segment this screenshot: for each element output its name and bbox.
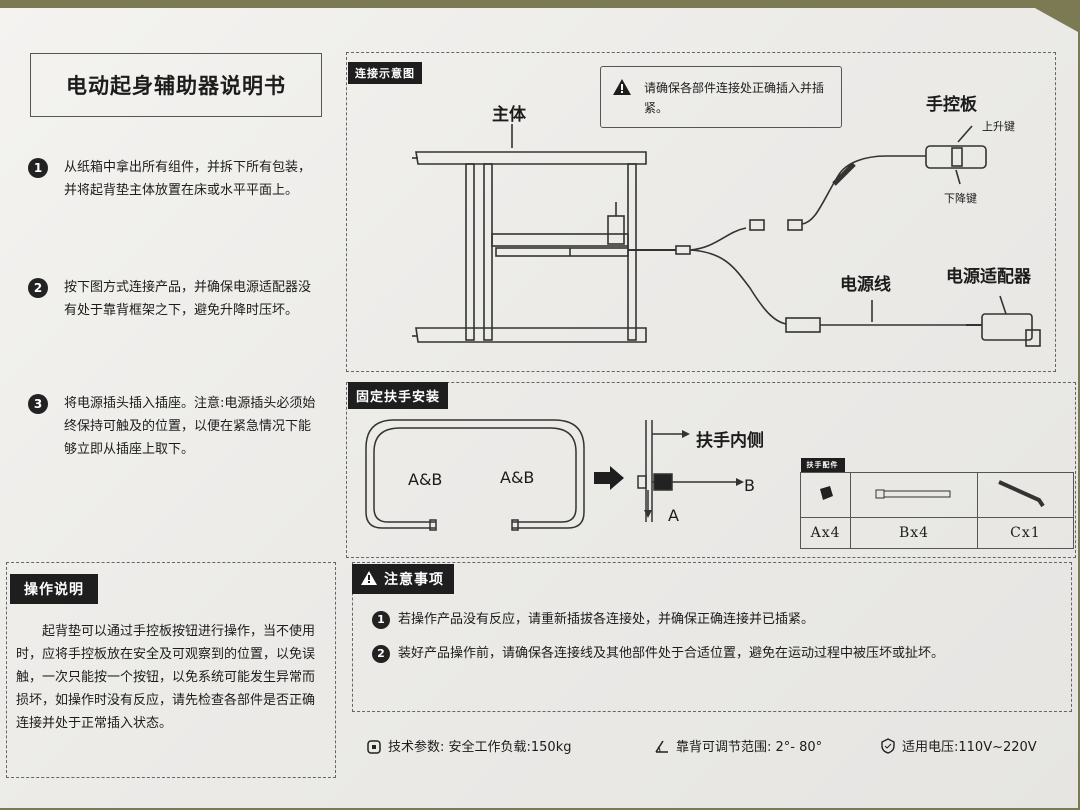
main-body-label: 主体 (492, 105, 526, 125)
connection-warning-text: 请确保各部件连接处正确插入并插紧。 (644, 81, 825, 115)
connection-warning-box (600, 66, 842, 128)
arrow-head-icon (736, 478, 744, 486)
operation-text: 起背垫可以通过手控板按钮进行操作，当不使用时，应将手控板放在安全及可观察到的位置… (16, 624, 316, 731)
notes-box (352, 562, 1072, 712)
hand-control-label: 手控板 (926, 95, 977, 115)
connection-drawing (412, 124, 1041, 347)
ab-label-right: A&B (500, 468, 535, 487)
armrest-drawing (365, 419, 744, 531)
part-c-cell (976, 472, 1075, 518)
frame-top-rail (415, 151, 647, 165)
armrest-inner-label: 扶手内侧 (696, 431, 764, 451)
spec-voltage: 适用电压:110V~220V (880, 736, 1037, 755)
armrest-outline (365, 419, 585, 529)
spec-load-text: 技术参数: 安全工作负载:150kg (388, 740, 572, 755)
note-item: 1 若操作产品没有反应，请重新插拔各连接处，并确保正确连接并已插紧。 (372, 608, 1012, 632)
parts-table: 扶手配件 Ax4 Bx4 Cx1 (799, 452, 1075, 549)
note-text: 若操作产品没有反应，请重新插拔各连接处，并确保正确连接并已插紧。 (398, 612, 815, 627)
part-b-cell (850, 472, 978, 518)
parts-table-header: 扶手配件 (800, 458, 845, 472)
part-a-label: A (668, 506, 679, 525)
bolt-icon (875, 489, 951, 498)
connection-diagram-tag: 连接示意图 (348, 62, 422, 84)
armrest-section-box (346, 382, 1076, 558)
frame-post (465, 163, 475, 341)
up-key-label: 上升键 (982, 120, 1015, 133)
power-adapter-label: 电源适配器 (946, 267, 1031, 287)
note-number: 1 (372, 611, 390, 629)
angle-icon (655, 740, 668, 753)
operation-box (6, 562, 336, 778)
ab-label-left: A&B (408, 470, 443, 489)
step-number: 2 (28, 278, 48, 298)
frame-post (483, 163, 493, 341)
step-3: 3 将电源插头插入插座。注意:电源插头必须始终保持可触及的位置，以便在紧急情况下… (28, 392, 328, 461)
note-number: 2 (372, 645, 390, 663)
spec-load: 技术参数: 安全工作负载:150kg (366, 736, 572, 755)
arrow-head-icon (682, 430, 690, 438)
shield-icon (881, 737, 895, 754)
part-c-label: Cx1 (976, 517, 1075, 549)
step-2: 2 按下图方式连接产品，并确保电源适配器没有处于靠背框架之下，避免升降时压坏。 (28, 276, 328, 322)
warning-triangle-icon (613, 79, 631, 95)
weight-icon (367, 739, 381, 754)
part-a-cell (799, 472, 852, 518)
part-b-label: Bx4 (850, 517, 978, 549)
nut-icon (819, 486, 833, 500)
document-title: 电动起身辅助器说明书 (30, 53, 322, 117)
adapter-body (981, 313, 1033, 341)
arrow-head-icon (644, 510, 652, 518)
step-text: 按下图方式连接产品，并确保电源适配器没有处于靠背框架之下，避免升降时压坏。 (64, 280, 312, 318)
right-arrow-icon (594, 466, 624, 490)
step-text: 将电源插头插入插座。注意:电源插头必须始终保持可触及的位置，以便在紧急情况下能够… (64, 396, 316, 457)
spec-angle: 靠背可调节范围: 2°- 80° (654, 736, 822, 755)
power-cord-label: 电源线 (840, 275, 891, 295)
spec-voltage-text: 适用电压:110V~220V (902, 740, 1037, 755)
step-text: 从纸箱中拿出所有组件，并拆下所有包装，并将起背垫主体放置在床或水平平面上。 (64, 160, 312, 198)
part-a-label: Ax4 (799, 517, 852, 549)
step-number: 1 (28, 158, 48, 178)
armrest-section-tag: 固定扶手安装 (348, 382, 449, 409)
hand-control-body (925, 145, 987, 169)
spec-angle-text: 靠背可调节范围: 2°- 80° (676, 740, 823, 755)
actuator (491, 233, 629, 247)
note-text: 装好产品操作前，请确保各连接线及其他部件处于合适位置，避免在运动过程中被压坏或扯… (398, 646, 945, 661)
down-key-label: 下降键 (944, 192, 977, 205)
operation-tag: 操作说明 (10, 574, 98, 604)
frame-bottom-rail (415, 327, 647, 343)
instruction-sheet: 电动起身辅助器说明书 1 从纸箱中拿出所有组件，并拆下所有包装，并将起背垫主体放… (0, 8, 1078, 808)
allen-key-icon (998, 480, 1046, 508)
note-item: 2 装好产品操作前，请确保各连接线及其他部件处于合适位置，避免在运动过程中被压坏… (372, 642, 1012, 666)
connection-diagram-box (346, 52, 1056, 372)
part-b-label: B (744, 476, 755, 495)
frame-post (627, 163, 637, 341)
step-1: 1 从纸箱中拿出所有组件，并拆下所有包装，并将起背垫主体放置在床或水平平面上。 (28, 156, 328, 202)
power-connector (785, 317, 821, 333)
actuator-motor (607, 215, 625, 245)
warning-triangle-icon (361, 571, 377, 585)
notes-tag: 注意事项 (352, 564, 454, 594)
step-number: 3 (28, 394, 48, 414)
